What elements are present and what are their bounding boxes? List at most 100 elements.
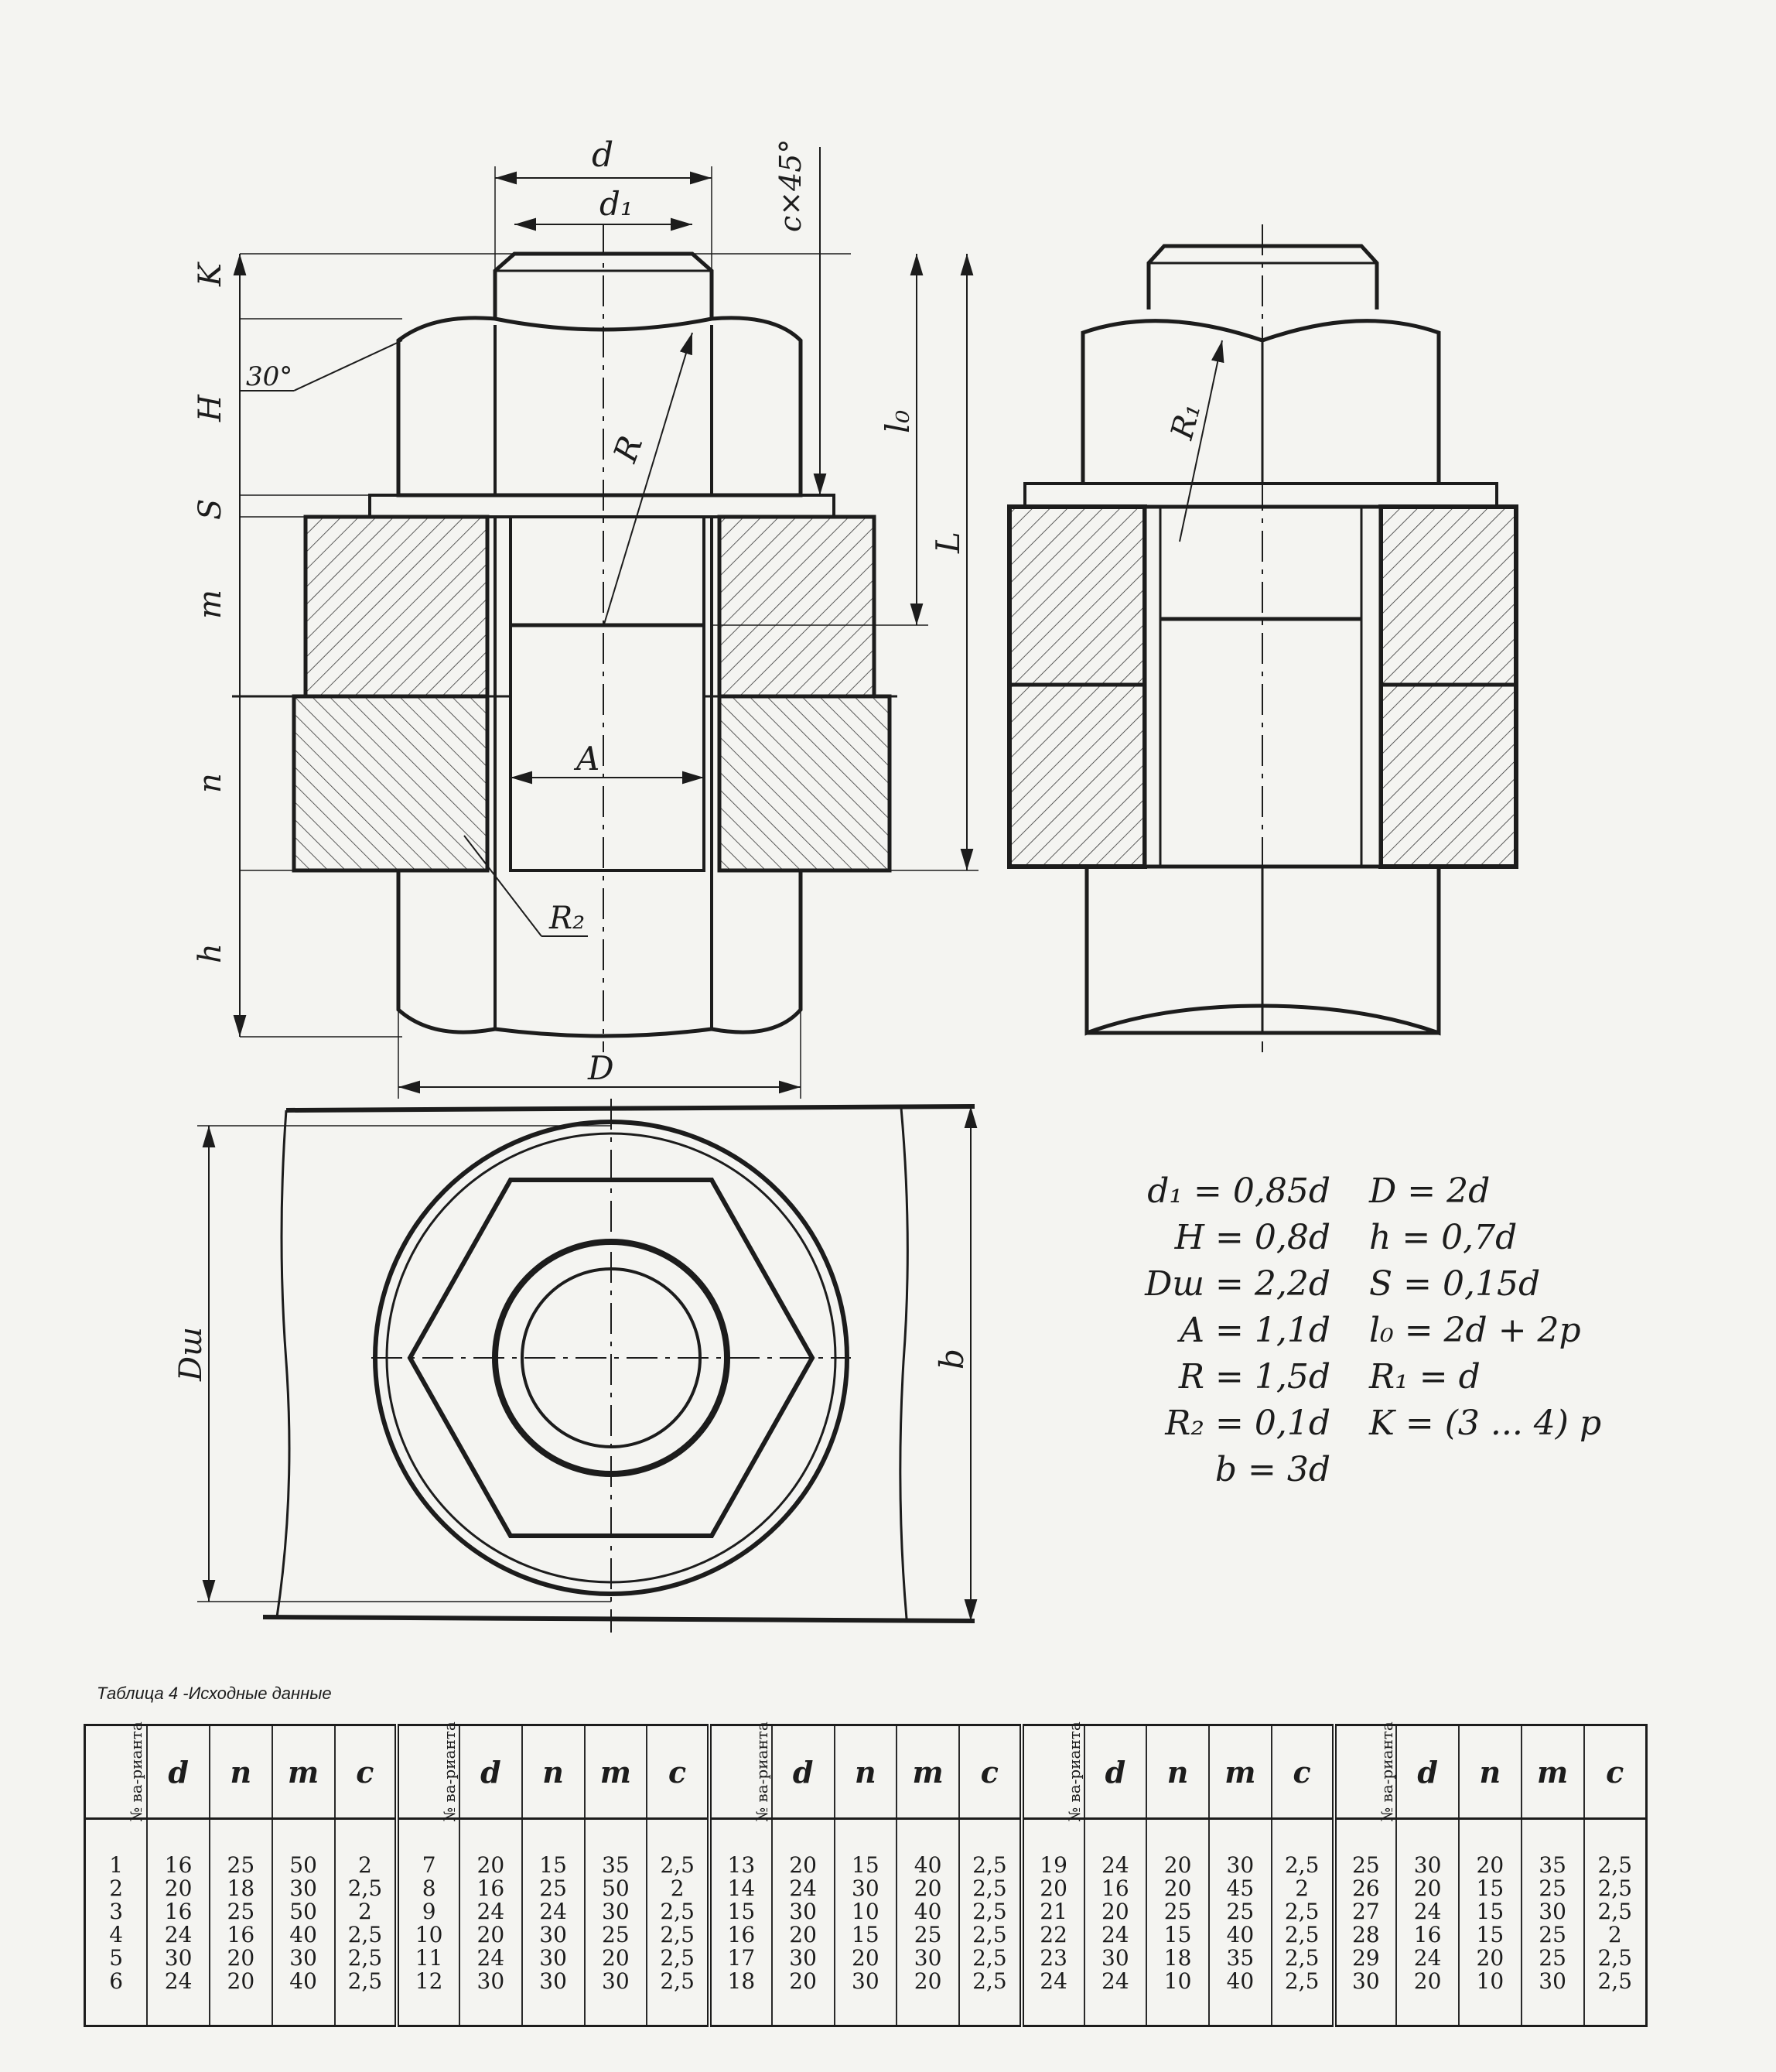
table-cell: 22: [1040, 1922, 1067, 1947]
header-d: d: [459, 1725, 522, 1820]
table-cell: 24: [789, 1875, 817, 1901]
table-cell: 2,5: [972, 1852, 1007, 1878]
table-cell: 18: [1163, 1945, 1192, 1971]
table-cell: 20: [1163, 1852, 1192, 1878]
table-cell: 24: [1101, 1922, 1129, 1947]
label-30deg: 30°: [246, 361, 292, 392]
table-cell: 24: [539, 1899, 567, 1924]
header-d: d: [770, 1725, 835, 1820]
table-cell: 19: [1040, 1852, 1067, 1878]
table-cell: 30: [289, 1875, 317, 1901]
formula: R = 1,5d: [1178, 1357, 1330, 1397]
table-cell: 2,5: [1284, 1922, 1320, 1947]
table-cell: 2,5: [660, 1922, 695, 1947]
table-cell: 10: [1476, 1968, 1504, 1994]
formula: K = (3 ... 4) p: [1369, 1404, 1602, 1443]
table-cell: 25: [1539, 1875, 1566, 1901]
table-cell: 2,5: [1284, 1968, 1320, 1994]
table-cell: 20: [1163, 1875, 1192, 1901]
label-A: A: [573, 740, 599, 778]
formula: R₁ = d: [1369, 1357, 1481, 1397]
label-R2: R₂: [548, 901, 585, 936]
formula-column-left: d₁ = 0,85d H = 0,8d Dш = 2,2d A = 1,1d R…: [1083, 1168, 1330, 1493]
table-cell: 26: [1352, 1875, 1380, 1901]
header-m: m: [583, 1725, 647, 1820]
table-cell: 15: [1476, 1899, 1504, 1924]
table-cell: 15: [1476, 1875, 1504, 1901]
table-cell: 2,5: [1597, 1945, 1633, 1971]
table-cell: 20: [914, 1968, 942, 1994]
formula: S = 0,15d: [1369, 1264, 1541, 1304]
side-view: [1007, 224, 1518, 1052]
table-cell: 20: [789, 1922, 817, 1947]
table-cell: 25: [602, 1922, 630, 1947]
table-cell: 24: [1040, 1968, 1067, 1994]
table-cell: 40: [289, 1968, 317, 1994]
formula: l₀ = 2d + 2p: [1369, 1311, 1581, 1350]
table-cell: 2,5: [1284, 1899, 1320, 1924]
table-cell: 30: [852, 1968, 879, 1994]
formula-column-right: D = 2d h = 0,7d S = 0,15d l₀ = 2d + 2p R…: [1369, 1168, 1679, 1447]
table-cell: 30: [1413, 1852, 1442, 1878]
table-cell: 20: [1101, 1899, 1129, 1924]
table-cell: 2: [357, 1852, 372, 1878]
label-Dsh: Dш: [173, 1327, 209, 1382]
formula: d₁ = 0,85d: [1147, 1171, 1330, 1211]
header-c: c: [1270, 1725, 1334, 1820]
table-cell: 20: [852, 1945, 879, 1971]
table-cell: 30: [789, 1899, 817, 1924]
table-cell: 4: [109, 1922, 124, 1947]
table-cell: 16: [164, 1899, 193, 1924]
upper-plate-left: [303, 515, 490, 699]
table-cell: 27: [1352, 1899, 1380, 1924]
upper-plate-right: [717, 515, 876, 699]
header-variant: № ва-рианта: [1019, 1722, 1084, 1822]
label-H: H: [193, 394, 228, 422]
label-d1: d₁: [599, 185, 634, 223]
label-K: K: [193, 262, 228, 287]
table-cell: 30: [602, 1968, 630, 1994]
header-d: d: [1395, 1725, 1459, 1820]
header-c: c: [958, 1725, 1022, 1820]
table-cell: 15: [852, 1922, 879, 1947]
table-cell: 2,5: [1597, 1899, 1633, 1924]
table-cell: 17: [727, 1945, 756, 1971]
header-variant: № ва-рианта: [1331, 1722, 1397, 1822]
table-cell: 16: [727, 1922, 756, 1947]
table-cell: 16: [1413, 1922, 1442, 1947]
header-variant: № ва-рианта: [84, 1722, 148, 1822]
table-cell: 15: [1476, 1922, 1504, 1947]
table-cell: 30: [1539, 1968, 1566, 1994]
table-cell: 30: [1226, 1852, 1255, 1878]
table-cell: 2,5: [1284, 1945, 1320, 1971]
table-cell: 30: [1539, 1899, 1566, 1924]
label-n: n: [193, 773, 228, 793]
formula: H = 0,8d: [1174, 1218, 1330, 1257]
label-l0: l₀: [879, 410, 917, 433]
table-cell: 16: [1101, 1875, 1129, 1901]
table-cell: 20: [1413, 1968, 1442, 1994]
table-cell: 40: [289, 1922, 317, 1947]
formula: Dш = 2,2d: [1145, 1264, 1330, 1304]
table-cell: 2,5: [972, 1899, 1007, 1924]
table-cell: 2,5: [347, 1968, 383, 1994]
table-cell: 20: [789, 1968, 817, 1994]
table-cell: 20: [164, 1875, 193, 1901]
table-cell: 2,5: [660, 1945, 695, 1971]
table-cell: 25: [1163, 1899, 1192, 1924]
table-cell: 29: [1352, 1945, 1380, 1971]
table-cell: 40: [914, 1899, 942, 1924]
table-cell: 11: [415, 1945, 443, 1971]
header-n: n: [1146, 1725, 1209, 1820]
table-cell: 5: [109, 1945, 124, 1971]
